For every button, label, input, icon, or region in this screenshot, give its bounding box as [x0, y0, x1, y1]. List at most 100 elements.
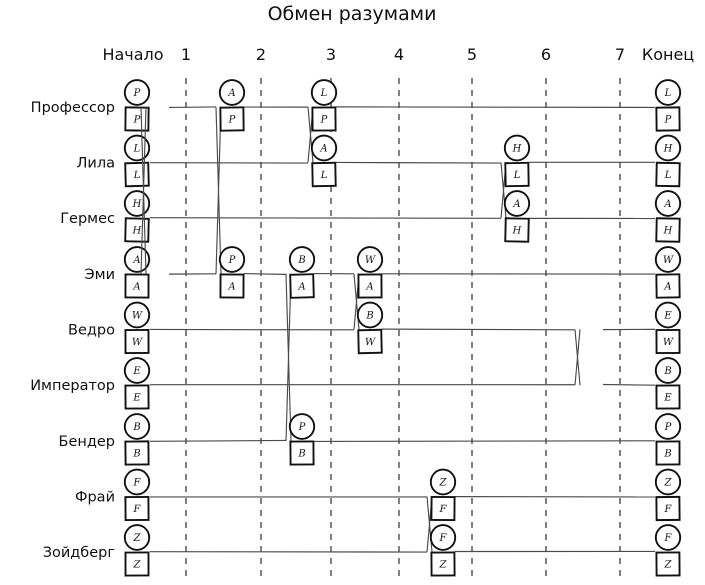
mind-letter: P	[228, 255, 236, 266]
column-header-step-5: 5	[467, 45, 477, 64]
mind-letter: H	[663, 144, 673, 155]
mind-letter: W	[132, 311, 143, 322]
end-node-6: PB	[656, 414, 680, 464]
end-node-0: LP	[656, 80, 680, 131]
swap-node-step-3b-0: LP	[312, 80, 336, 131]
column-header-step-7: 7	[615, 45, 625, 64]
body-letter: F	[663, 504, 672, 515]
mind-letter: A	[319, 144, 327, 155]
row-label-5: Император	[30, 378, 115, 394]
body-letter: B	[663, 448, 671, 459]
swap-node-step-3-0: BA	[290, 247, 314, 298]
mind-letter: E	[132, 366, 141, 377]
start-node-2: HH	[125, 191, 149, 242]
start-node-6: BB	[125, 414, 149, 465]
mind-letter: B	[297, 255, 305, 266]
body-letter: H	[511, 225, 521, 236]
mind-letter: Z	[133, 533, 142, 544]
column-header-step-2: 2	[256, 45, 266, 64]
body-letter: F	[132, 504, 141, 515]
mind-letter: A	[663, 199, 671, 210]
body-letter: P	[228, 114, 236, 125]
body-letter: B	[132, 448, 140, 459]
mind-letter: B	[132, 422, 140, 433]
body-letter: W	[663, 337, 674, 348]
lane-segment-row-1	[336, 162, 501, 163]
mind-letter: F	[133, 478, 142, 489]
body-letter: W	[132, 337, 143, 348]
swap-node-step-4-1: BW	[358, 303, 382, 354]
swap-node-step-5-1: FZ	[431, 525, 455, 575]
mind-letter: Z	[439, 478, 448, 489]
column-header-step-1: 1	[181, 45, 191, 64]
mind-letter: B	[663, 366, 671, 377]
body-letter: Z	[438, 559, 447, 570]
mind-letter: W	[365, 255, 376, 266]
end-node-1: HL	[656, 136, 680, 187]
lane-segment-row-6	[314, 441, 655, 442]
body-letter: W	[365, 337, 376, 348]
lane-segment-row-5	[603, 384, 655, 385]
column-header-start: Начало	[102, 45, 163, 64]
start-node-1: LL	[125, 136, 149, 187]
mind-letter: L	[133, 144, 141, 155]
body-letter: L	[664, 170, 672, 181]
body-letter: E	[663, 392, 672, 403]
body-letter: E	[132, 392, 141, 403]
column-header-step-6: 6	[541, 45, 551, 64]
swap-node-step-2-1: PA	[220, 247, 244, 297]
end-node-8: FZ	[656, 525, 680, 575]
mind-letter: W	[663, 255, 674, 266]
body-letter: A	[297, 281, 306, 292]
start-node-8: ZZ	[125, 525, 149, 575]
body-letter: L	[320, 170, 328, 181]
row-label-8: Зойдберг	[43, 545, 115, 561]
row-label-2: Гермес	[60, 211, 115, 227]
lane-segment-row-6	[150, 440, 286, 441]
body-letter: A	[663, 281, 671, 292]
diagram-title: Обмен разумами	[268, 3, 437, 25]
lane-segment-row-3	[244, 274, 286, 275]
body-letter: L	[133, 170, 141, 181]
mind-letter: A	[132, 255, 140, 266]
body-letter: P	[664, 114, 672, 125]
row-label-7: Фрай	[75, 490, 115, 506]
mind-letter: Z	[664, 478, 673, 489]
row-label-3: Эми	[85, 267, 116, 283]
row-label-1: Лила	[77, 156, 115, 172]
column-header-step-3: 3	[326, 45, 336, 64]
body-letter: H	[663, 225, 673, 236]
lane-segment-row-4	[382, 329, 575, 330]
body-letter: A	[132, 281, 140, 292]
swap-node-step-4-0: WA	[358, 247, 382, 297]
column-header-end: Конец	[642, 45, 694, 64]
body-letter: A	[365, 281, 373, 292]
mind-letter: L	[664, 88, 672, 99]
swap-node-step-2-0: AP	[220, 80, 244, 131]
row-label-4: Ведро	[68, 323, 115, 339]
body-letter: A	[227, 281, 235, 292]
mind-letter: E	[663, 311, 672, 322]
body-letter: B	[297, 448, 305, 459]
mind-letter: A	[512, 199, 520, 210]
end-node-4: EW	[656, 303, 680, 353]
lane-segment-row-2	[150, 218, 501, 219]
swap-node-step-5-0: ZF	[431, 470, 455, 520]
body-letter: P	[320, 114, 328, 125]
body-letter: Z	[663, 559, 672, 570]
end-node-5: BE	[656, 358, 680, 408]
start-node-7: FF	[125, 470, 149, 520]
swap-node-step-6-0: HL	[505, 136, 529, 187]
body-letter: Z	[133, 559, 142, 570]
mind-letter: B	[365, 311, 373, 322]
mind-letter: F	[664, 533, 673, 544]
start-node-5: EE	[125, 358, 149, 408]
mind-letter: P	[133, 88, 141, 99]
mind-letter: A	[227, 88, 235, 99]
swap-node-step-6-1: AH	[505, 191, 529, 242]
mind-letter: P	[664, 422, 672, 433]
end-node-7: ZF	[656, 470, 680, 521]
end-node-2: AH	[656, 191, 680, 242]
body-letter: F	[438, 504, 447, 515]
